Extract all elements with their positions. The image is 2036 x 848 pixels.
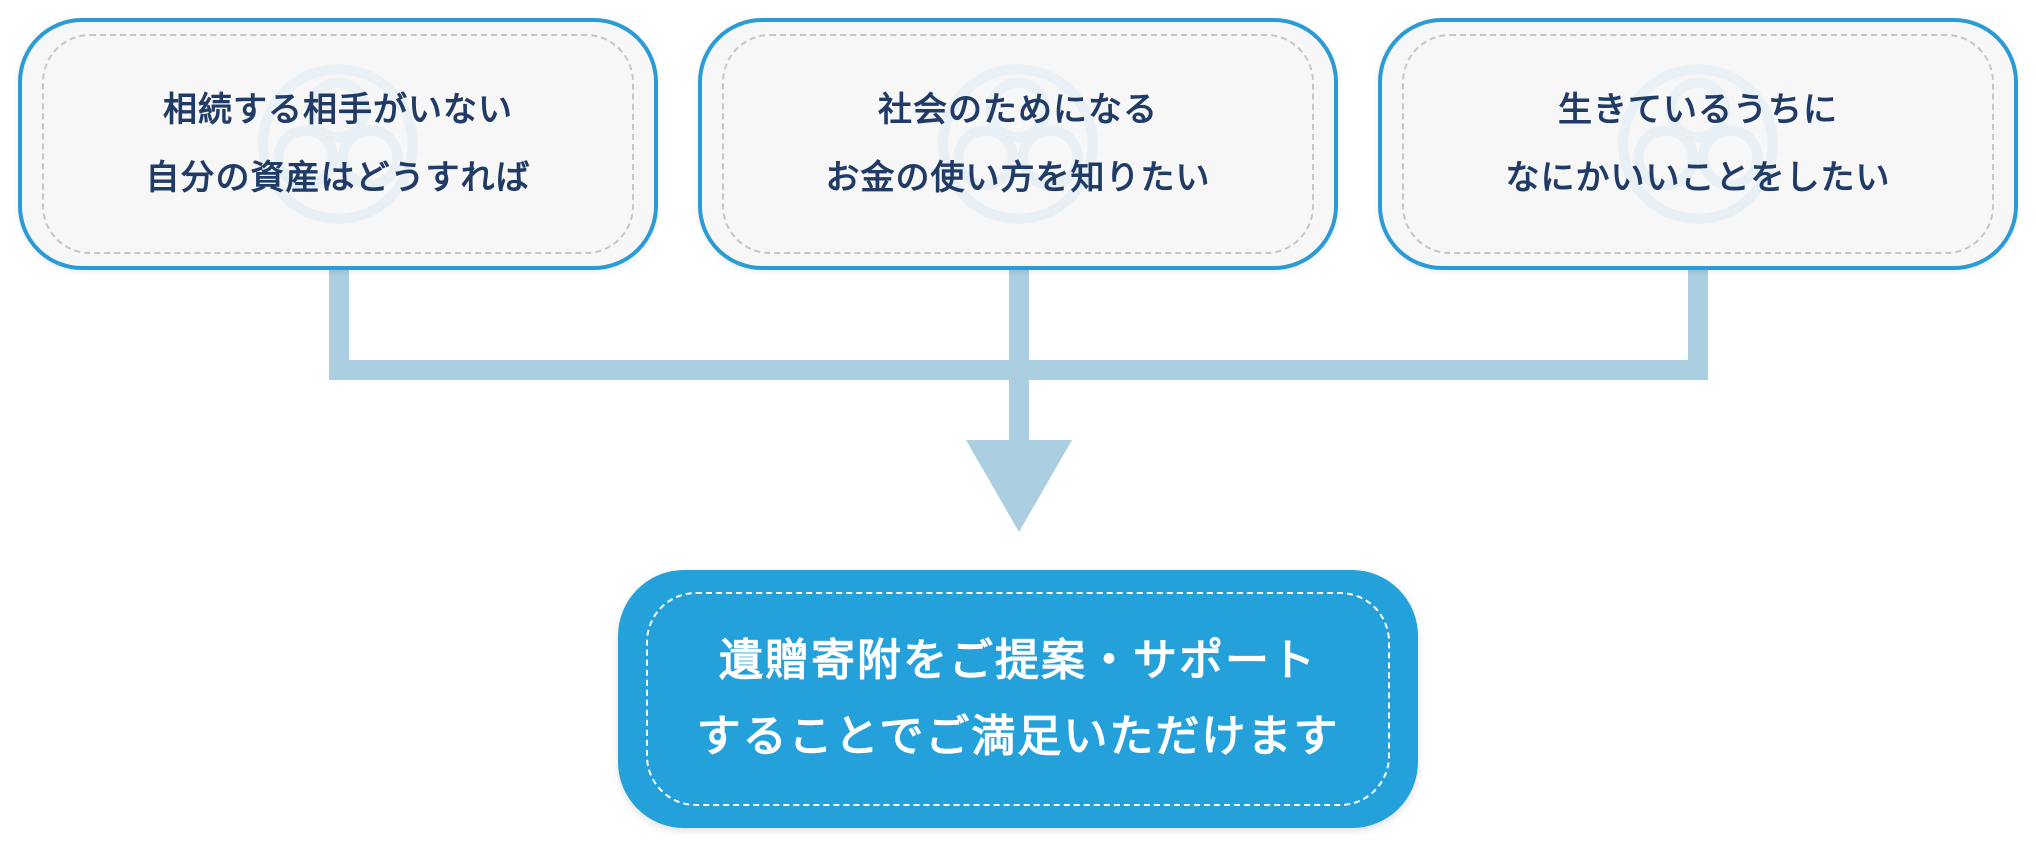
connector-horizontal-bar xyxy=(329,360,1708,380)
concern-box-inner: 生きているうちに なにかいいことをしたい xyxy=(1402,34,1994,254)
result-text-line-1: 遺贈寄附をご提案・サポート xyxy=(719,635,1317,686)
arrow-down-icon xyxy=(966,440,1072,532)
connector-drop-left xyxy=(329,268,349,380)
concern-box-no-heirs: 相続する相手がいない 自分の資産はどうすれば xyxy=(18,18,658,270)
concern-text-line-2: なにかいいことをしたい xyxy=(1505,158,1891,198)
flower-crest-icon xyxy=(938,64,1098,224)
result-box-bequest-support: 遺贈寄附をご提案・サポート することでご満足いただけます xyxy=(618,570,1418,828)
flower-crest-icon xyxy=(258,64,418,224)
result-box-inner: 遺贈寄附をご提案・サポート することでご満足いただけます xyxy=(646,592,1390,806)
result-text-line-2: することでご満足いただけます xyxy=(696,711,1340,762)
concern-text-line-1: 相続する相手がいない xyxy=(163,90,513,130)
concern-box-social-good: 社会のためになる お金の使い方を知りたい xyxy=(698,18,1338,270)
flower-crest-icon xyxy=(1618,64,1778,224)
concern-text-line-2: 自分の資産はどうすれば xyxy=(145,158,531,198)
concern-text-line-1: 生きているうちに xyxy=(1558,90,1838,130)
connector-drop-right xyxy=(1688,268,1708,380)
concern-box-do-good-while-alive: 生きているうちに なにかいいことをしたい xyxy=(1378,18,2018,270)
concern-text-line-2: お金の使い方を知りたい xyxy=(825,158,1211,198)
concern-text-line-1: 社会のためになる xyxy=(878,90,1158,130)
connector-drop-center xyxy=(1009,268,1029,444)
concern-box-inner: 相続する相手がいない 自分の資産はどうすれば xyxy=(42,34,634,254)
concern-box-inner: 社会のためになる お金の使い方を知りたい xyxy=(722,34,1314,254)
